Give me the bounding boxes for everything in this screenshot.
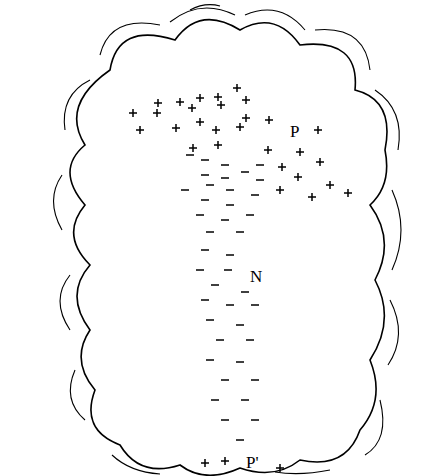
minus-sign: [236, 361, 244, 363]
minus-sign: [256, 179, 264, 181]
plus-sign: [199, 118, 201, 126]
plus-sign: [192, 144, 194, 152]
minus-sign: [201, 159, 209, 161]
plus-sign: [317, 126, 319, 134]
minus-sign: [226, 189, 234, 191]
plus-sign: [281, 163, 283, 171]
plus-sign: [329, 181, 331, 189]
plus-sign: [132, 109, 134, 117]
region-label: P: [290, 123, 299, 140]
minus-sign: [236, 324, 244, 326]
minus-sign: [206, 184, 214, 186]
cloud-wisps: [54, 5, 402, 474]
plus-sign: [156, 109, 158, 117]
minus-sign: [211, 284, 219, 286]
minus-sign: [224, 269, 232, 271]
minus-sign: [201, 199, 209, 201]
minus-sign: [216, 339, 224, 341]
plus-sign: [239, 123, 241, 131]
minus-sign: [226, 304, 234, 306]
minus-sign: [221, 219, 229, 221]
plus-sign: [299, 148, 301, 156]
minus-sign: [226, 254, 234, 256]
minus-sign: [206, 319, 214, 321]
minus-sign: [201, 249, 209, 251]
minus-sign: [201, 174, 209, 176]
minus-sign: [211, 399, 219, 401]
minus-sign: [246, 339, 254, 341]
plus-sign: [267, 146, 269, 154]
minus-sign: [241, 171, 249, 173]
minus-sign: [186, 154, 194, 156]
plus-sign: [236, 84, 238, 92]
plus-sign: [297, 173, 299, 181]
minus-sign: [251, 304, 259, 306]
minus-sign: [221, 419, 229, 421]
plus-sign: [319, 158, 321, 166]
plus-sign: [139, 126, 141, 134]
minus-sign: [251, 419, 259, 421]
minus-sign: [181, 189, 189, 191]
plus-sign: [268, 116, 270, 124]
plus-sign: [217, 93, 219, 101]
plus-sign: [217, 141, 219, 149]
plus-sign: [245, 96, 247, 104]
plus-sign: [279, 186, 281, 194]
minus-sign: [206, 359, 214, 361]
minus-sign: [251, 379, 259, 381]
minus-sign: [256, 164, 264, 166]
cloud-outline: [70, 20, 387, 476]
plus-sign: [279, 464, 281, 472]
plus-sign: [199, 94, 201, 102]
plus-sign: [245, 114, 247, 122]
plus-sign: [191, 104, 193, 112]
plus-sign: [204, 459, 206, 467]
minus-sign: [236, 439, 244, 441]
region-label: P': [246, 454, 259, 471]
plus-sign: [311, 193, 313, 201]
minus-sign: [221, 164, 229, 166]
plus-sign: [224, 457, 226, 465]
plus-sign: [220, 101, 222, 109]
charge-signs: [129, 84, 352, 472]
minus-sign: [251, 194, 259, 196]
minus-sign: [226, 204, 234, 206]
minus-sign: [241, 291, 249, 293]
minus-sign: [241, 399, 249, 401]
minus-sign: [221, 177, 229, 179]
minus-sign: [221, 379, 229, 381]
plus-sign: [175, 124, 177, 132]
plus-sign: [179, 98, 181, 106]
minus-sign: [201, 299, 209, 301]
minus-sign: [196, 269, 204, 271]
region-label: N: [250, 268, 262, 285]
minus-sign: [236, 231, 244, 233]
plus-sign: [215, 126, 217, 134]
minus-sign: [206, 231, 214, 233]
plus-sign: [157, 99, 159, 107]
minus-sign: [196, 214, 204, 216]
plus-sign: [347, 189, 349, 197]
minus-sign: [246, 214, 254, 216]
